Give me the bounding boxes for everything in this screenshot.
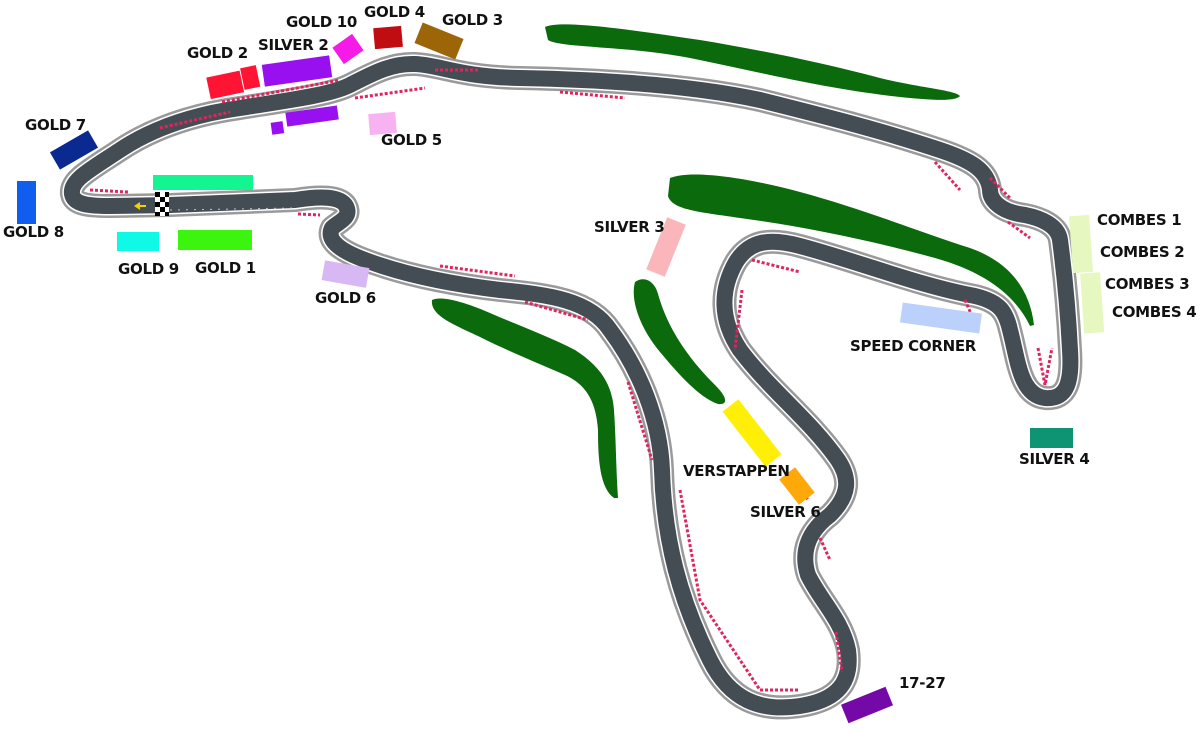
label-gold-10: GOLD 10 xyxy=(286,13,358,31)
forest-middle xyxy=(668,174,1034,326)
label-silver-6: SILVER 6 xyxy=(750,503,821,521)
grandstands xyxy=(17,22,1105,724)
grandstand-silver-4[interactable] xyxy=(1030,428,1073,448)
label-gold-7: GOLD 7 xyxy=(25,116,86,134)
grandstand-silver-3[interactable] xyxy=(646,217,686,277)
kerbs xyxy=(89,68,1054,692)
label-gold-6: GOLD 6 xyxy=(315,289,376,307)
label-gold-4: GOLD 4 xyxy=(364,3,425,21)
label-combes-3: COMBES 3 xyxy=(1105,275,1190,293)
label-gold-9: GOLD 9 xyxy=(118,260,179,278)
label-silver-4: SILVER 4 xyxy=(1019,450,1090,468)
grandstand-gold-1[interactable] xyxy=(178,230,252,250)
forest-north xyxy=(545,24,960,100)
grandstand-main-straight-north[interactable] xyxy=(153,175,253,190)
grandstand-gold-8[interactable] xyxy=(17,181,36,224)
grandstand-gold-10[interactable] xyxy=(332,33,364,65)
forest-areas xyxy=(431,24,1034,498)
grandstand-gold-7[interactable] xyxy=(49,130,99,170)
arrow-left-icon xyxy=(134,202,146,210)
grandstand-gold-4[interactable] xyxy=(373,25,403,50)
label-verstappen: VERSTAPPEN xyxy=(683,462,790,480)
label-gold-2: GOLD 2 xyxy=(187,44,248,62)
pit-lane xyxy=(169,207,296,211)
forest-center-strip xyxy=(633,279,726,405)
forest-south-west xyxy=(431,298,618,498)
label-gold-8: GOLD 8 xyxy=(3,223,64,241)
label-gold-5: GOLD 5 xyxy=(381,131,442,149)
label-17-27: 17-27 xyxy=(899,674,946,692)
grandstand-combes[interactable] xyxy=(1069,214,1105,334)
grandstand-gold-6[interactable] xyxy=(321,260,370,288)
grandstand-speed-corner[interactable] xyxy=(899,302,983,334)
grandstand-verstappen[interactable] xyxy=(722,399,782,467)
label-gold-3: GOLD 3 xyxy=(442,11,503,29)
label-combes-2: COMBES 2 xyxy=(1100,243,1185,261)
label-combes-4: COMBES 4 xyxy=(1112,303,1197,321)
label-silver-3: SILVER 3 xyxy=(594,218,665,236)
label-combes-1: COMBES 1 xyxy=(1097,211,1182,229)
grandstand-silver-2-lower[interactable] xyxy=(270,105,340,135)
label-gold-1: GOLD 1 xyxy=(195,259,256,277)
grandstand-silver-6[interactable] xyxy=(779,467,815,505)
grandstand-gold-3[interactable] xyxy=(414,22,464,60)
label-speed-corner: SPEED CORNER xyxy=(850,337,977,355)
race-track xyxy=(72,64,1071,708)
grandstand-gold-5[interactable] xyxy=(368,111,397,136)
grandstand-gold-2[interactable] xyxy=(206,65,261,100)
grandstand-17-27[interactable] xyxy=(841,686,893,724)
grandstand-gold-9[interactable] xyxy=(117,232,159,251)
grandstand-silver-2[interactable] xyxy=(261,55,333,87)
checkered-flag-icon xyxy=(155,192,169,216)
label-silver-2: SILVER 2 xyxy=(258,36,329,54)
